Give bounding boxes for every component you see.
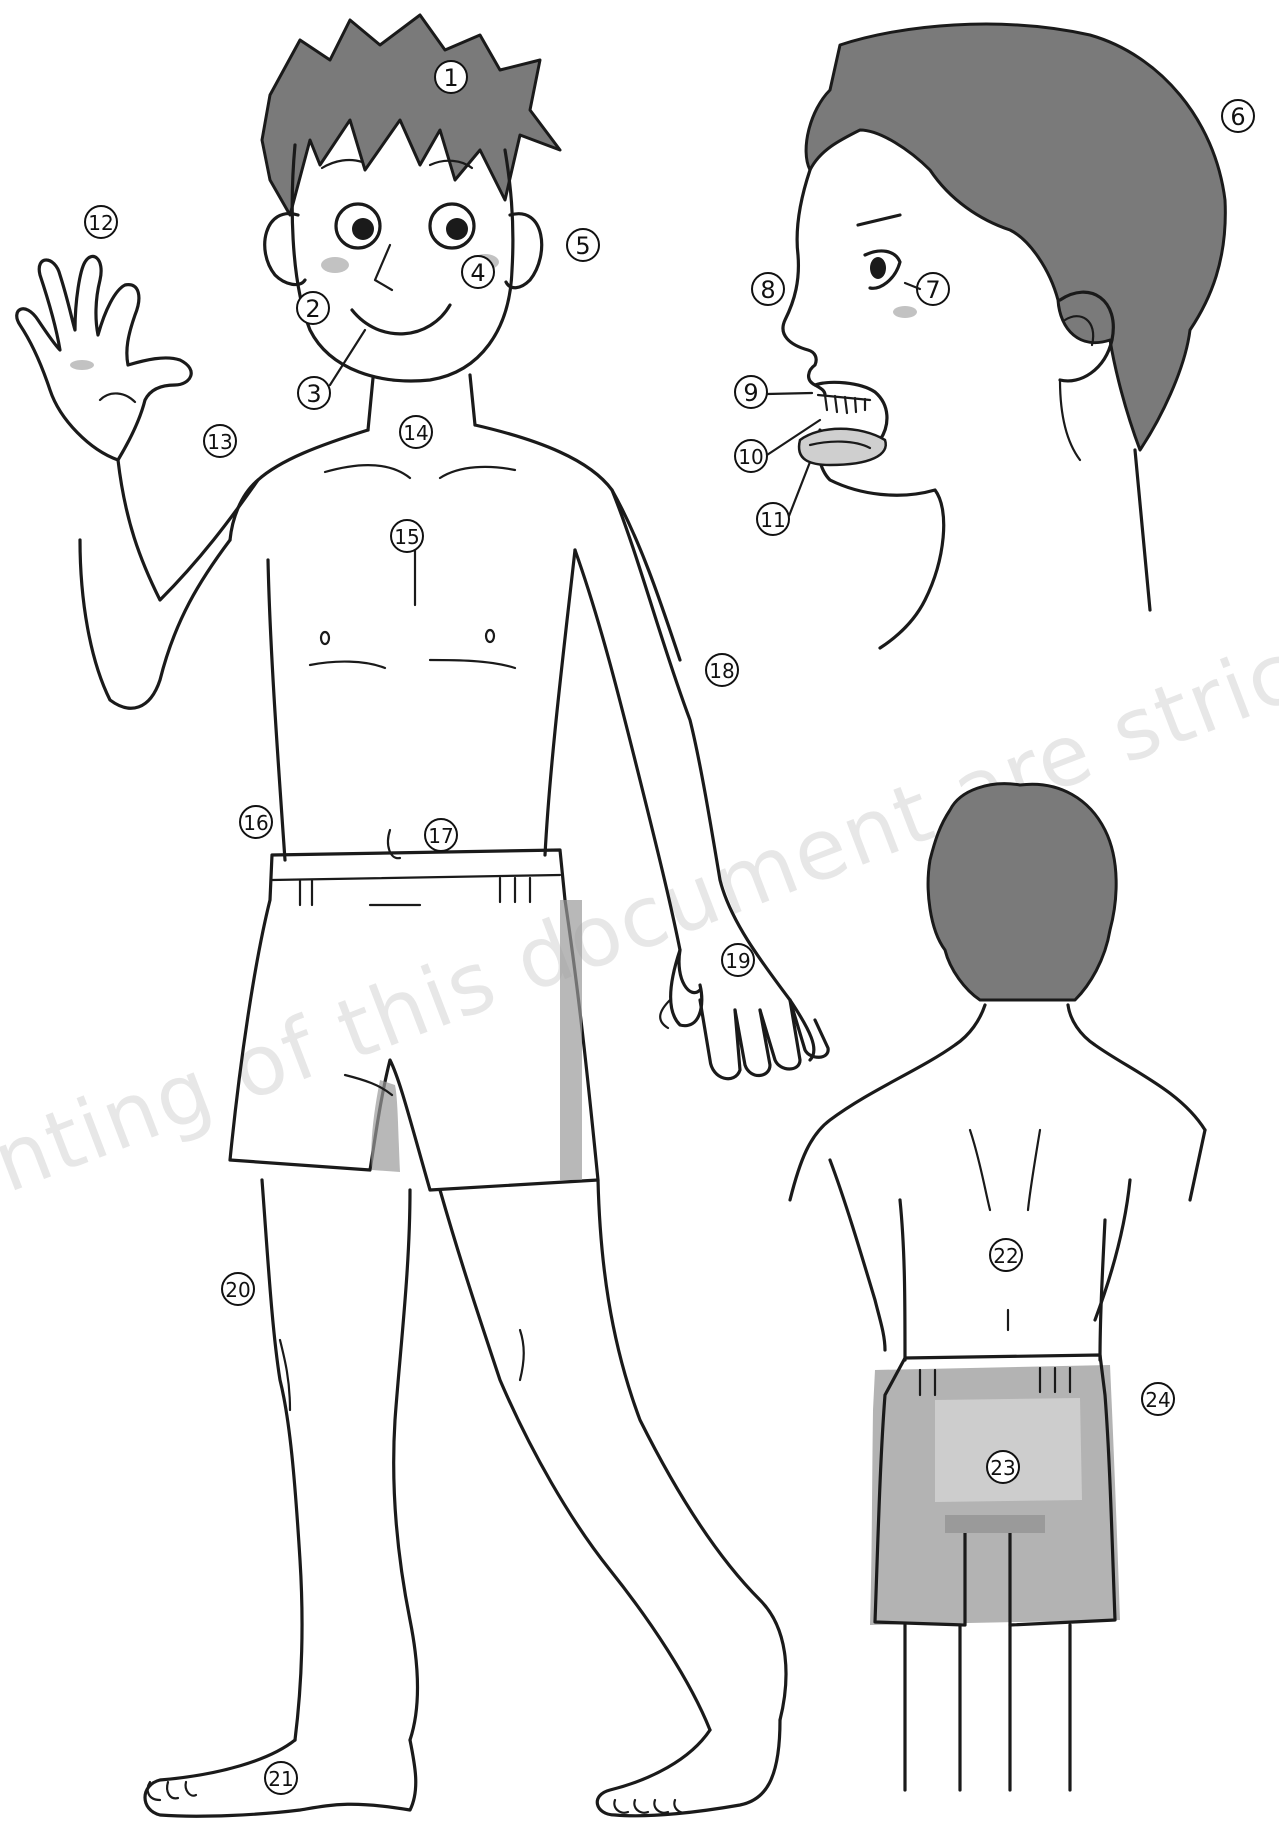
svg-text:21: 21 <box>268 1767 293 1791</box>
front-right-leg <box>440 1190 710 1730</box>
label-23: 23 <box>987 1451 1019 1483</box>
back-hair <box>928 784 1116 1000</box>
side-head-figure <box>783 24 1225 648</box>
label-5: 5 <box>567 229 599 261</box>
label-3: 3 <box>298 377 330 409</box>
label-8: 8 <box>752 273 784 305</box>
svg-text:10: 10 <box>738 445 763 469</box>
front-right-foot <box>597 1720 780 1816</box>
svg-text:8: 8 <box>760 276 775 304</box>
svg-text:20: 20 <box>225 1278 250 1302</box>
front-torso <box>230 430 368 540</box>
front-lowered-arm <box>612 490 814 1060</box>
label-16: 16 <box>240 806 272 838</box>
label-19: 19 <box>722 944 754 976</box>
label-20: 20 <box>222 1273 254 1305</box>
svg-text:9: 9 <box>743 379 758 407</box>
svg-text:4: 4 <box>470 259 485 287</box>
label-18: 18 <box>706 654 738 686</box>
back-view-figure <box>790 784 1205 1790</box>
label-13: 13 <box>204 425 236 457</box>
svg-text:16: 16 <box>243 811 268 835</box>
front-shorts <box>230 850 598 1190</box>
svg-text:6: 6 <box>1230 103 1245 131</box>
front-boy-figure <box>17 15 828 1816</box>
label-1: 1 <box>435 61 467 93</box>
svg-text:1: 1 <box>443 64 458 92</box>
label-12: 12 <box>85 206 117 238</box>
label-11: 11 <box>757 503 789 535</box>
label-4: 4 <box>462 256 494 288</box>
svg-text:12: 12 <box>88 211 113 235</box>
svg-text:15: 15 <box>394 525 419 549</box>
svg-text:2: 2 <box>305 295 320 323</box>
label-6: 6 <box>1222 100 1254 132</box>
label-2: 2 <box>297 292 329 324</box>
label-10: 10 <box>735 440 767 472</box>
svg-text:11: 11 <box>760 508 785 532</box>
svg-text:3: 3 <box>306 380 321 408</box>
svg-text:22: 22 <box>993 1244 1018 1268</box>
label-15: 15 <box>391 520 423 552</box>
label-24: 24 <box>1142 1383 1174 1415</box>
label-21: 21 <box>265 1762 297 1794</box>
label-17: 17 <box>425 819 457 851</box>
side-face-profile <box>783 170 825 395</box>
svg-text:5: 5 <box>575 232 590 260</box>
label-22: 22 <box>990 1239 1022 1271</box>
front-hair <box>262 15 560 215</box>
svg-text:17: 17 <box>428 824 453 848</box>
front-mouth <box>352 305 450 334</box>
label-9: 9 <box>735 376 767 408</box>
svg-text:7: 7 <box>925 276 940 304</box>
front-left-leg <box>262 1180 302 1740</box>
svg-text:14: 14 <box>403 421 428 445</box>
svg-text:13: 13 <box>207 430 232 454</box>
svg-text:18: 18 <box>709 659 734 683</box>
front-left-ear <box>265 214 305 285</box>
svg-text:24: 24 <box>1145 1388 1170 1412</box>
svg-text:19: 19 <box>725 949 750 973</box>
front-raised-arm <box>118 460 258 600</box>
front-raised-hand <box>17 256 191 460</box>
side-hair <box>806 24 1225 450</box>
side-tongue <box>799 429 886 465</box>
label-7: 7 <box>917 273 949 305</box>
svg-text:23: 23 <box>990 1456 1015 1480</box>
label-14: 14 <box>400 416 432 448</box>
